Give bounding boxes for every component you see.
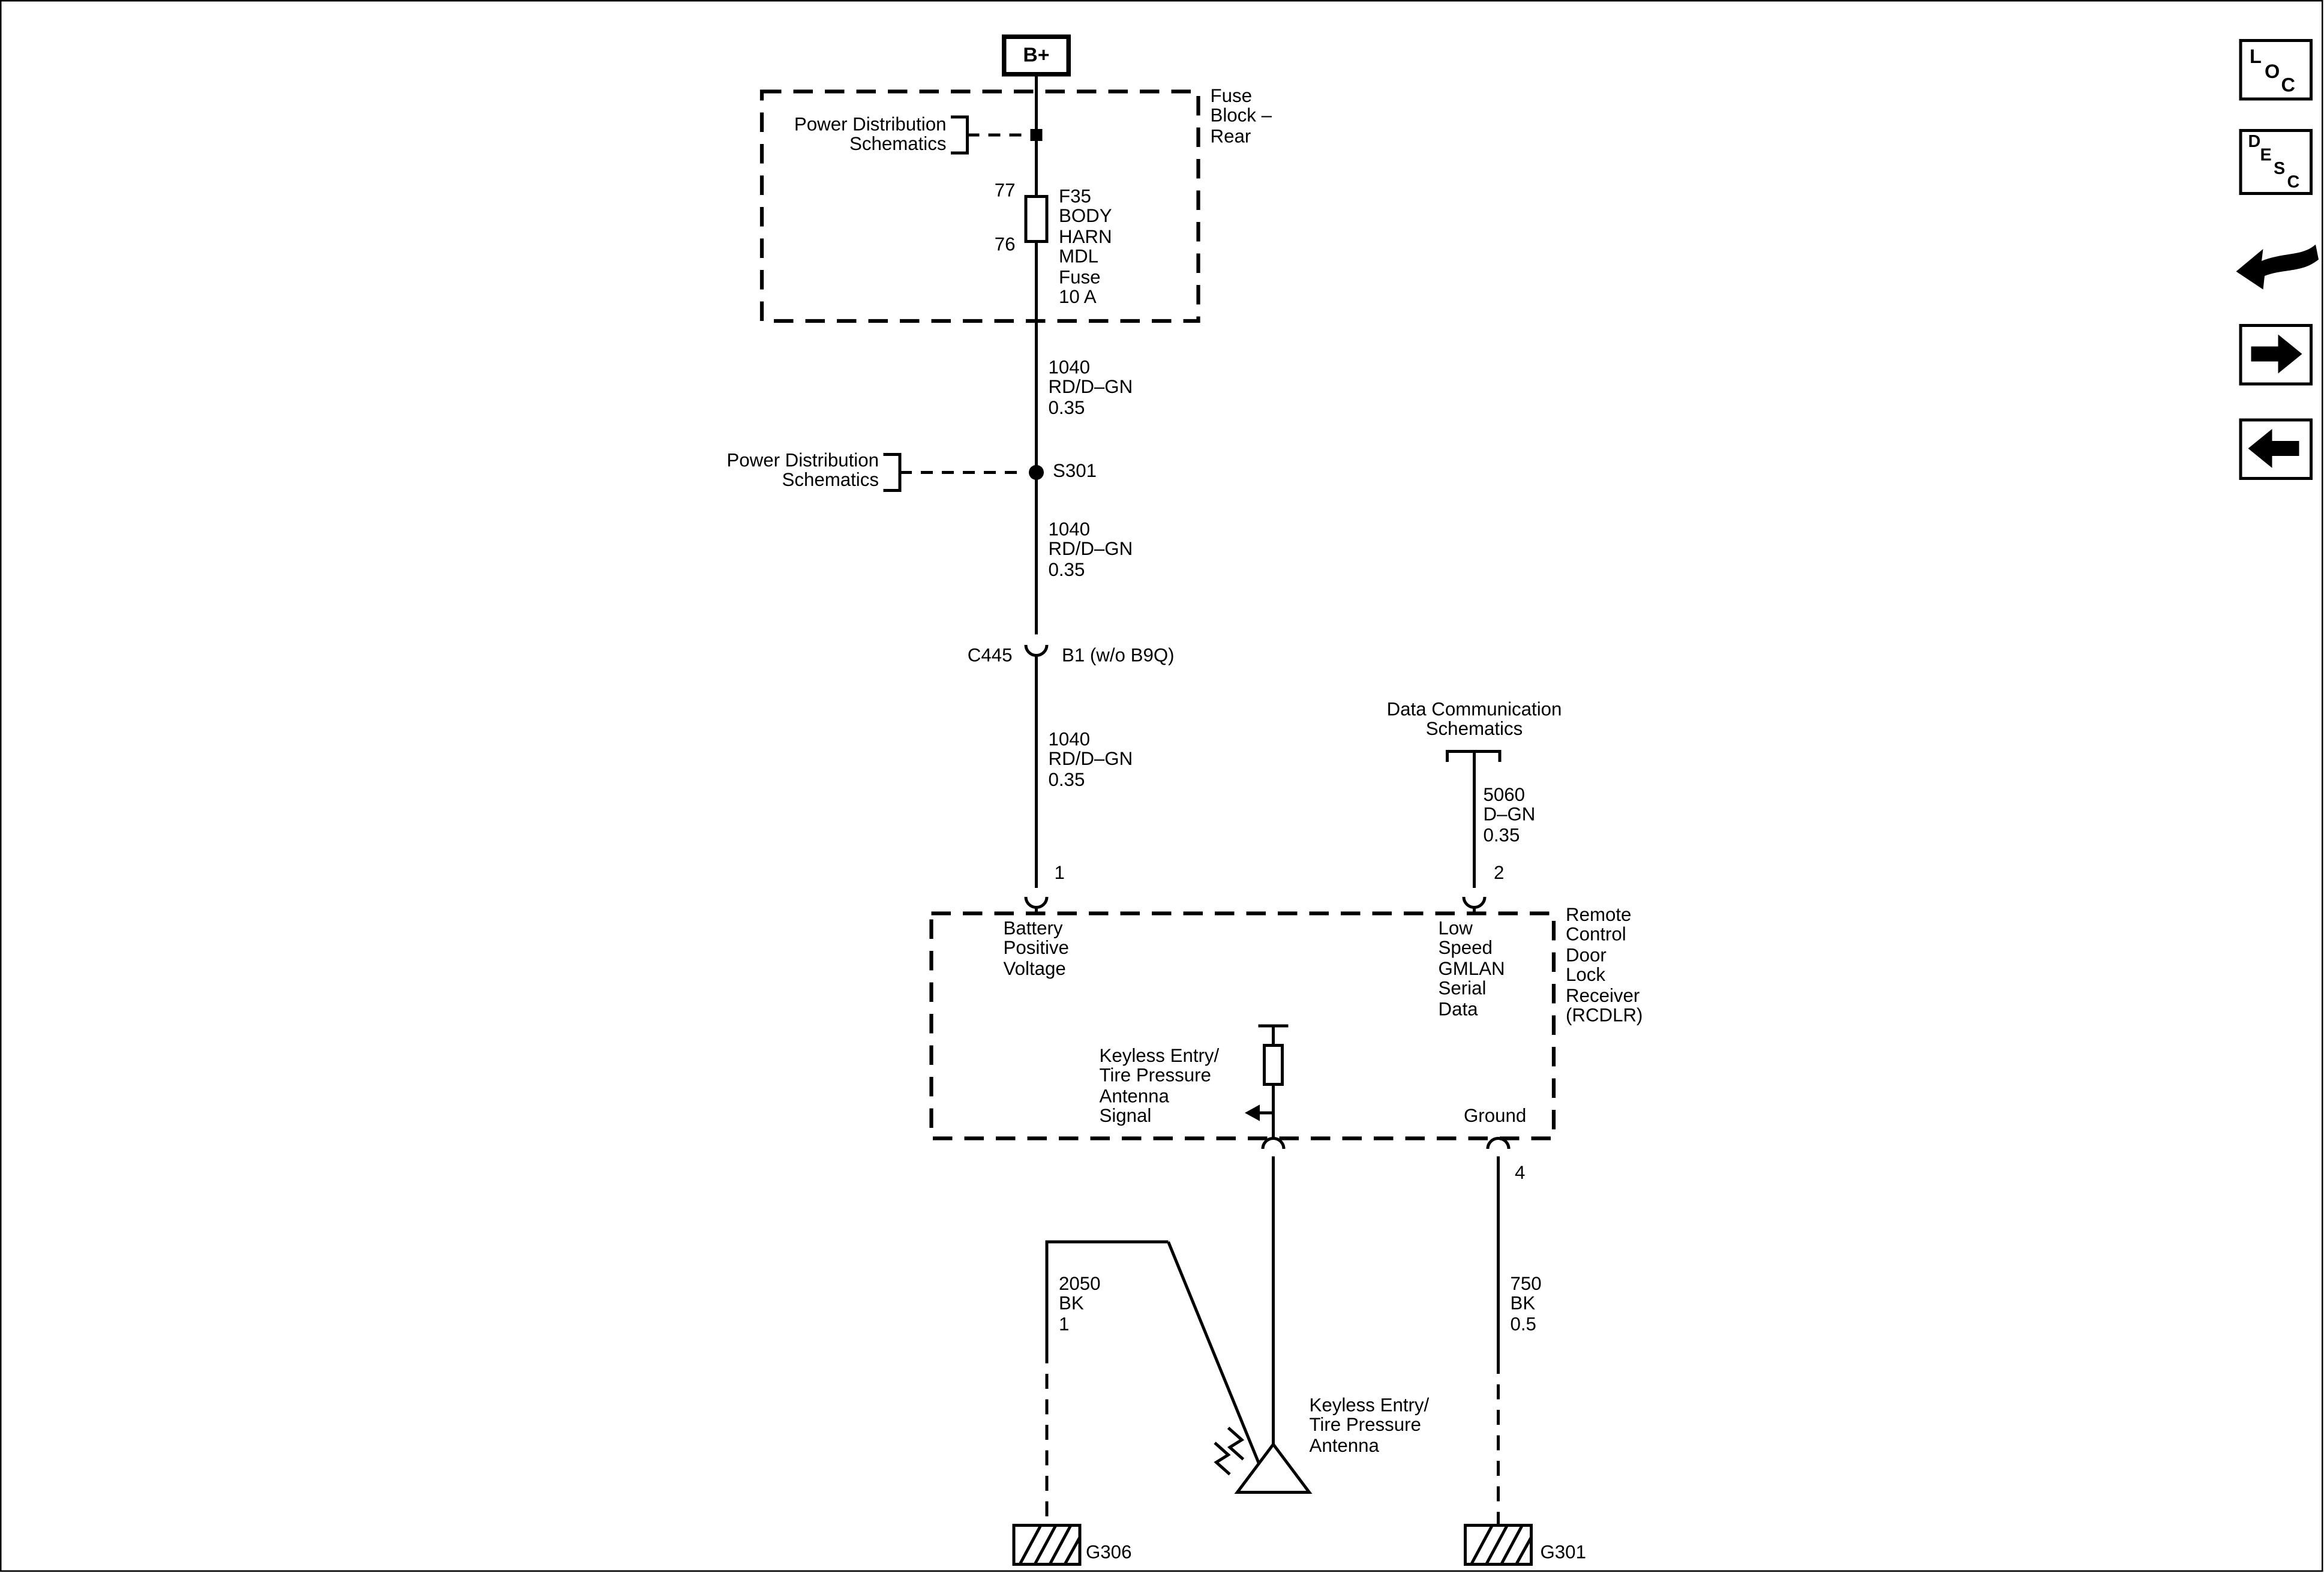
loc-letter-c: C — [2281, 73, 2295, 97]
ground-wire-solid — [1486, 1137, 1511, 1359]
pds-bracket-mid — [883, 453, 902, 492]
next-page-button[interactable] — [2239, 324, 2313, 386]
rcdlr-pin-4: 4 — [1515, 1162, 1526, 1184]
wire-label-1040-b: 1040 RD/D–GN 0.35 — [1048, 519, 1133, 581]
wire-label-1040-c: 1040 RD/D–GN 0.35 — [1048, 729, 1133, 791]
schematic-nav-arrow-icon[interactable] — [2233, 230, 2320, 310]
antenna-ground-branch — [1045, 1240, 1169, 1349]
rcdlr-pin-2: 2 — [1494, 862, 1505, 884]
ground-symbol-g306 — [1012, 1524, 1082, 1566]
desc-letter-d: D — [2248, 133, 2261, 152]
gmlan-serial-data-label: Low Speed GMLAN Serial Data — [1438, 918, 1505, 1020]
curved-arrow-glyph — [2236, 244, 2319, 290]
right-arrow-icon — [2251, 334, 2302, 374]
connector-c445-label: C445 — [967, 645, 1013, 666]
antenna-ground-diagonal — [1167, 1241, 1268, 1481]
fuse-block-name: Fuse Block – Rear — [1210, 85, 1272, 147]
wire-label-1040-a: 1040 RD/D–GN 0.35 — [1048, 357, 1133, 419]
connector-c445-symbol — [1024, 644, 1049, 657]
splice-s301-label: S301 — [1053, 460, 1097, 482]
loc-letter-l: L — [2250, 45, 2262, 68]
gmlan-wire — [1462, 751, 1487, 914]
rcdlr-name: Remote Control Door Lock Receiver (RCDLR… — [1566, 904, 1643, 1026]
fuse-f35-label: F35 BODY HARN MDL Fuse 10 A — [1059, 186, 1112, 308]
connector-pin-b1-label: B1 (w/o B9Q) — [1062, 645, 1175, 666]
main-power-wire — [1024, 76, 1049, 914]
power-dist-ref-mid: Power Distribution Schematics — [726, 450, 879, 491]
rcdlr-pin-1: 1 — [1054, 862, 1065, 884]
desc-letter-c: C — [2287, 174, 2300, 192]
antenna-and-ground-wires — [1045, 1137, 1511, 1526]
antenna-signal-label: Keyless Entry/ Tire Pressure Antenna Sig… — [1099, 1045, 1220, 1127]
keyless-antenna-label: Keyless Entry/ Tire Pressure Antenna — [1309, 1395, 1430, 1457]
splice-dot-s301 — [1029, 465, 1044, 480]
fuse-block-box — [759, 89, 1200, 323]
fuse-terminal-76: 76 — [994, 234, 1016, 255]
desc-button[interactable]: D E S C — [2239, 129, 2313, 195]
fuse-terminal-77: 77 — [994, 180, 1016, 201]
loc-letter-o: O — [2265, 60, 2280, 83]
previous-page-button[interactable] — [2239, 418, 2313, 480]
wire-label-5060: 5060 D–GN 0.35 — [1483, 784, 1536, 846]
ground-g306-label: G306 — [1086, 1542, 1132, 1563]
battery-positive-terminal: B+ — [1002, 34, 1071, 77]
loc-button[interactable]: L O C — [2239, 39, 2313, 101]
power-dist-ref-top: Power Distribution Schematics — [794, 114, 947, 155]
signal-direction-arrow — [1245, 1104, 1260, 1121]
battery-positive-voltage-label: Battery Positive Voltage — [1003, 918, 1069, 980]
junctions — [1029, 129, 1260, 1121]
junction-square — [1030, 129, 1043, 141]
wire-label-750: 750 BK 0.5 — [1510, 1273, 1542, 1335]
antenna-signal-wire — [1261, 1137, 1286, 1445]
antenna-symbol — [1234, 1442, 1313, 1494]
pds-bracket-top — [951, 115, 969, 155]
pin2-connector-symbol — [1462, 896, 1487, 914]
wire-label-2050: 2050 BK 1 — [1059, 1273, 1101, 1335]
desc-letter-s: S — [2274, 160, 2286, 179]
rcdlr-box — [929, 911, 1556, 1140]
component-boxes — [759, 89, 1556, 1140]
fuse-symbol — [1024, 195, 1049, 243]
rcdlr-internal-circuit — [1258, 1024, 1289, 1139]
ground-g301-label: G301 — [1540, 1542, 1586, 1563]
ground-pin-label: Ground — [1464, 1105, 1527, 1127]
data-comm-ref: Data Communication Schematics — [1386, 699, 1562, 740]
rf-signal-symbol — [1214, 1427, 1245, 1476]
desc-letter-e: E — [2260, 147, 2272, 165]
ground-symbol-g301 — [1464, 1524, 1533, 1566]
left-arrow-icon — [2248, 429, 2299, 468]
pin1-connector-symbol — [1024, 896, 1049, 914]
internal-resistor-symbol — [1263, 1044, 1284, 1086]
